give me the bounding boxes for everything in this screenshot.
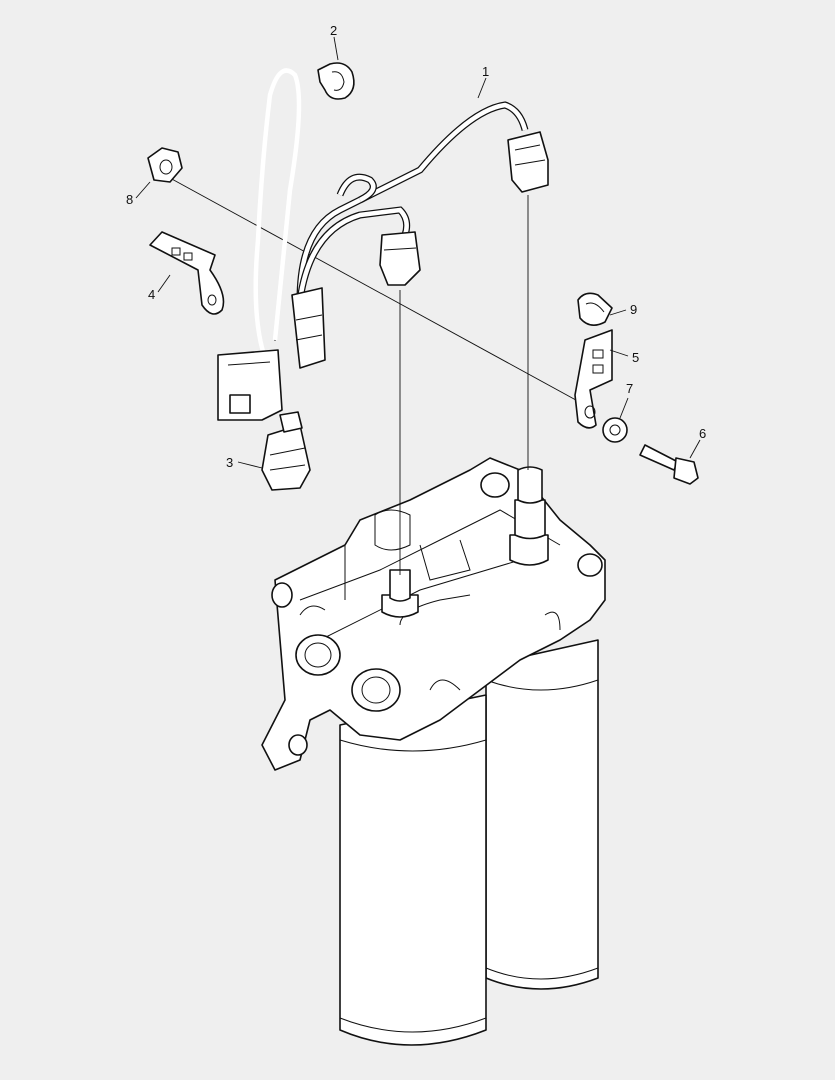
- wire-harness: [253, 68, 529, 372]
- harness-connector-right: [507, 131, 549, 193]
- callout-1: 1: [482, 64, 489, 79]
- bolt-item-6: [639, 444, 699, 485]
- sensor-port-left: [381, 569, 419, 618]
- leader-9: [609, 309, 627, 316]
- harness-main-plug: [217, 349, 283, 421]
- callout-2: 2: [330, 23, 337, 38]
- leader-2: [333, 36, 339, 61]
- alignment-line-bolt: [169, 177, 586, 406]
- leader-3: [237, 461, 263, 469]
- harness-connector-mid: [291, 287, 326, 369]
- clamp-item-9: [577, 292, 613, 326]
- leader-5: [609, 349, 629, 357]
- callout-7: 7: [626, 381, 633, 396]
- nut-item-8: [147, 147, 183, 183]
- leader-7: [619, 397, 629, 419]
- callout-5: 5: [632, 350, 639, 365]
- callout-9: 9: [630, 302, 637, 317]
- bracket-item-4: [149, 231, 225, 315]
- leader-6: [689, 439, 701, 459]
- callout-3: 3: [226, 455, 233, 470]
- callout-4: 4: [148, 287, 155, 302]
- clip-item-2: [317, 62, 355, 100]
- connector-item-3: [261, 411, 311, 491]
- filter-canister-front: [339, 694, 487, 1046]
- callout-8: 8: [126, 192, 133, 207]
- sensor-port-right: [509, 466, 549, 566]
- leader-8: [135, 181, 151, 199]
- filter-canister-rear: [485, 639, 599, 990]
- harness-connector-left: [379, 231, 421, 286]
- washer-item-7: [602, 417, 628, 443]
- callout-6: 6: [699, 426, 706, 441]
- leader-1: [477, 77, 487, 99]
- bracket-item-5: [574, 329, 613, 429]
- leader-4: [157, 274, 171, 293]
